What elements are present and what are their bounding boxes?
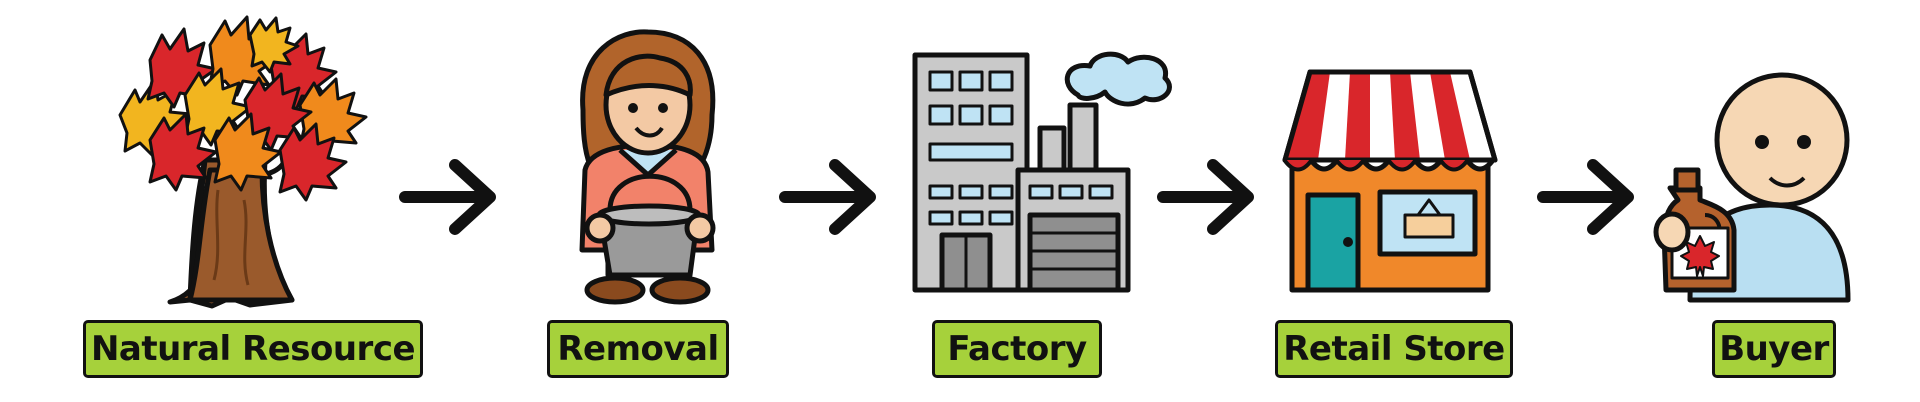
arrow-right-icon bbox=[779, 159, 876, 235]
arrow-right-icon bbox=[1157, 159, 1254, 235]
buyer-with-syrup-icon bbox=[1653, 72, 1851, 303]
label-factory: Factory bbox=[932, 320, 1102, 378]
worker-with-bucket-icon bbox=[579, 29, 716, 305]
label-removal: Removal bbox=[547, 320, 729, 378]
arrow-right-icon bbox=[1537, 159, 1634, 235]
maple-tree-icon bbox=[118, 15, 368, 309]
label-buyer: Buyer bbox=[1712, 320, 1836, 378]
factory-icon bbox=[912, 51, 1172, 293]
retail-store-icon bbox=[1282, 69, 1498, 293]
arrow-right-icon bbox=[399, 159, 496, 235]
label-natural-resource: Natural Resource bbox=[83, 320, 423, 378]
label-retail-store: Retail Store bbox=[1275, 320, 1513, 378]
